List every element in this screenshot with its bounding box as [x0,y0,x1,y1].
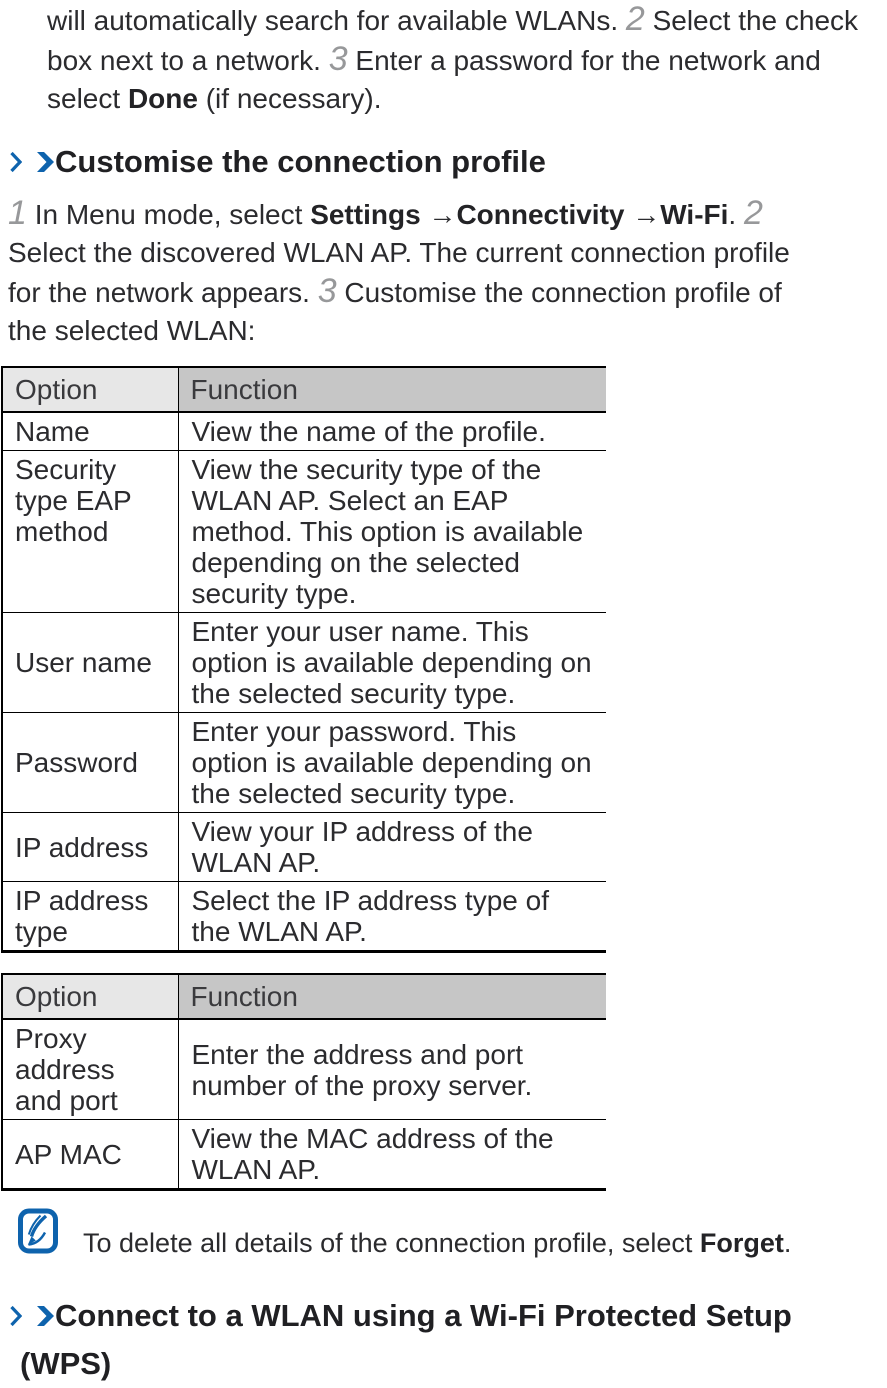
column-header-option: Option [2,367,178,413]
body-text: Select the discovered WLAN AP. The curre… [8,237,790,308]
arrow-text: → [624,199,661,230]
bold-term-forget: Forget [699,1228,784,1258]
step-number: 3 [317,272,337,310]
table-row: Security type EAP method View the securi… [2,450,606,613]
function-cell: View the security type of the WLAN AP. S… [177,450,606,613]
section-title: Customise the connection profile [55,144,546,179]
table-row: Name View the name of the profile. [2,411,606,451]
option-cell: AP MAC [2,1119,178,1190]
body-text: (if necessary). [197,83,382,114]
option-cell: Password [2,712,178,813]
chevron-thin-icon [8,1298,23,1333]
step-number: 3 [328,40,348,78]
step-number: 1 [8,194,27,232]
bold-term-wifi: Wi-Fi [660,199,729,230]
function-cell: Enter your user name. This option is ava… [177,612,606,713]
body-text: Customise the connection profile of the … [8,277,782,346]
arrow-text: → [420,199,457,230]
options-table-1: Option Function Name View the name of th… [1,366,606,953]
column-header-option: Option [2,974,178,1020]
option-cell: Name [2,411,178,451]
chevron-solid-icon [35,1298,54,1333]
function-cell: Select the IP address type of the WLAN A… [177,881,606,952]
bold-term-settings: Settings [310,199,421,230]
option-cell: Proxy address and port [2,1018,178,1120]
step-number: 2 [743,194,763,232]
paragraph-wlan-search: will automatically search for available … [47,0,875,118]
body-text: In Menu mode, select [26,199,311,230]
chevron-thin-icon [8,144,23,179]
options-table-2: Option Function Proxy address and port E… [1,973,606,1191]
note-body: . [783,1228,792,1258]
step-number: 2 [625,0,645,38]
section-heading-wps: Connect to a WLAN using a Wi-Fi Protecte… [8,1292,865,1388]
body-text: Enter a password for the network and sel… [47,45,821,114]
table-header-row: Option Function [2,367,606,413]
function-cell: View your IP address of the WLAN AP. [177,812,606,882]
function-cell: Enter the address and port number of the… [177,1018,606,1120]
table-row: Password Enter your password. This optio… [2,712,606,813]
table-row: User name Enter your user name. This opt… [2,612,606,713]
table-header-row: Option Function [2,974,606,1020]
note-text: To delete all details of the connection … [83,1226,873,1260]
table-row: Proxy address and port Enter the address… [2,1018,606,1120]
column-header-function: Function [177,974,606,1020]
section-heading-customise-profile: Customise the connection profile [8,140,870,184]
function-cell: View the MAC address of the WLAN AP. [177,1119,606,1190]
body-text: Select the check box next to a network. [47,5,859,76]
option-cell: Security type EAP method [2,450,178,613]
table-row: IP address View your IP address of the W… [2,812,606,882]
option-cell: IP address type [2,881,178,952]
chevron-solid-icon [35,144,54,179]
note-icon [18,1208,58,1254]
body-text: will automatically search for available … [47,5,626,36]
section-title: Connect to a WLAN using a Wi-Fi Protecte… [20,1298,792,1381]
paragraph-steps: 1 In Menu mode, select Settings →Connect… [8,194,828,350]
bold-term-done: Done [127,83,198,114]
note-body: To delete all details of the connection … [83,1228,700,1258]
function-cell: View the name of the profile. [177,411,606,451]
table-row: IP address type Select the IP address ty… [2,881,606,952]
option-cell: User name [2,612,178,713]
bold-term-connectivity: Connectivity [456,199,625,230]
column-header-function: Function [177,367,606,413]
body-text: . [728,199,744,230]
function-cell: Enter your password. This option is avai… [177,712,606,813]
table-row: AP MAC View the MAC address of the WLAN … [2,1119,606,1190]
option-cell: IP address [2,812,178,882]
